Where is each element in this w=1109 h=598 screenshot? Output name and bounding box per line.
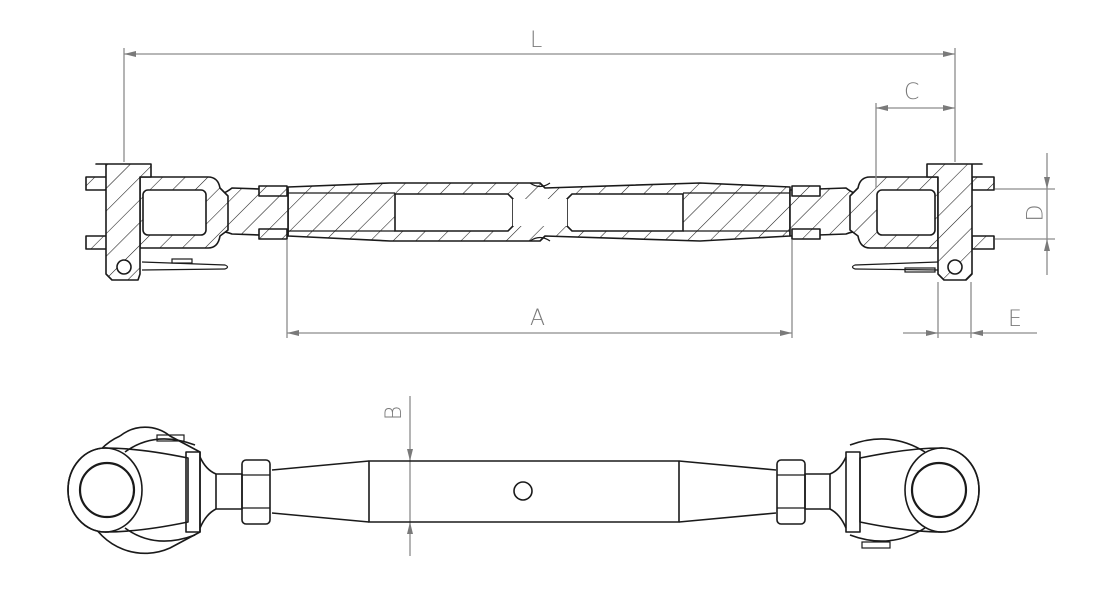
dimension-label-L: L xyxy=(530,28,543,53)
pin-hole-left xyxy=(78,461,136,519)
lock-nut-right-top xyxy=(791,185,821,197)
hex-nut-right xyxy=(776,459,806,525)
dimension-label-D: D xyxy=(1023,204,1049,222)
dimensions xyxy=(123,48,1055,556)
top-view xyxy=(67,426,980,555)
fork-jaw-right xyxy=(845,451,861,533)
dimension-label-A: A xyxy=(530,306,546,331)
lock-nut-left-top xyxy=(258,185,288,197)
cotter-pin-right xyxy=(947,259,963,275)
cotter-pin-left xyxy=(116,259,132,275)
fork-jaw-left xyxy=(185,451,201,533)
hex-nut-left xyxy=(241,459,271,525)
dimension-label-C: C xyxy=(904,80,920,105)
lock-nut-left-bottom xyxy=(258,228,288,240)
section-view xyxy=(85,163,995,281)
pin-hole-right xyxy=(910,461,968,519)
tommy-bar-hole xyxy=(513,481,533,501)
clevis-pin-left xyxy=(95,163,152,281)
turnbuckle-body xyxy=(368,460,680,523)
dimension-label-B: B xyxy=(382,405,408,421)
dimension-label-E: E xyxy=(1008,307,1022,332)
lock-nut-right-bottom xyxy=(791,228,821,240)
clevis-pin-right xyxy=(926,163,983,281)
